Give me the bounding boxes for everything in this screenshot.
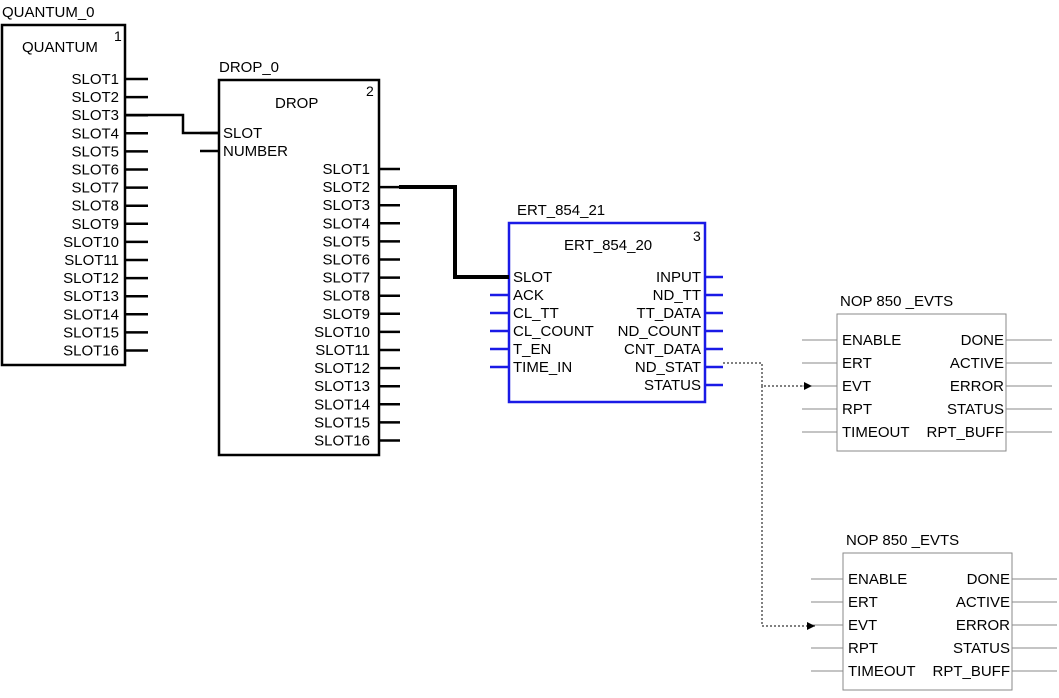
drop-out-pin-label: SLOT7 [322,270,370,287]
drop-out-pin-label: SLOT13 [314,378,370,395]
drop-out-pin-label: SLOT11 [315,342,370,359]
quantum-output-pins: SLOT1SLOT2SLOT3SLOT4SLOT5SLOT6SLOT7SLOT8… [63,71,148,360]
nop2-out-pin-label: DONE [967,571,1010,588]
ert-in-pin-label: SLOT [513,269,552,286]
nop1-in-pin-label: RPT [842,401,872,418]
ert-in-pin-label: ACK [513,287,544,304]
drop-block[interactable]: DROP_0 DROP 2 SLOTNUMBERSLOT1SLOT2SLOT3S… [200,59,400,457]
drop-out-pin-label: SLOT16 [314,433,370,450]
nop-block-2[interactable]: NOP 850 _EVTS ENABLE ERT EVT RPT TIMEOUT DONE… [811,532,1057,691]
quantum-instance-name: QUANTUM_0 [2,4,95,21]
drop-out-pin-label: SLOT3 [322,197,370,214]
nop1-in-pin-label: ERT [842,355,872,372]
quantum-out-pin-label: SLOT7 [71,180,119,197]
nop2-in-pin-label: TIMEOUT [848,663,916,680]
quantum-type-label: QUANTUM [22,39,98,56]
drop-out-pin-label: SLOT12 [314,360,370,377]
drop-out-pin-label: SLOT4 [322,215,370,232]
ert-out-pin-label: ND_TT [653,287,701,304]
ert-out-pin-label: STATUS [644,377,701,394]
nop2-in-pin-label: RPT [848,640,878,657]
nop2-in-pin-label: EVT [848,617,877,634]
quantum-out-pin-label: SLOT12 [63,270,119,287]
quantum-out-pin-label: SLOT14 [63,306,119,323]
ert-type-label: ERT_854_20 [564,237,652,254]
ert-out-pin-label: CNT_DATA [624,341,701,358]
ert-block-number: 3 [693,228,701,244]
nop2-out-pin-label: ACTIVE [956,594,1010,611]
drop-block-number: 2 [366,83,374,99]
quantum-out-pin-label: SLOT10 [63,234,119,251]
nop1-out-pin-label: RPT_BUFF [926,424,1004,441]
ert-out-pin-label: TT_DATA [637,305,701,322]
drop-block-frame[interactable] [217,78,381,457]
quantum-out-pin-label: SLOT16 [63,343,119,360]
drop-out-pin-label: SLOT5 [322,233,370,250]
quantum-out-pin-label: SLOT2 [71,89,119,106]
quantum-out-pin-label: SLOT11 [64,252,119,269]
drop-out-pin-label: SLOT10 [314,324,370,341]
drop-in-pin-label: NUMBER [223,143,288,160]
link-quantum-slot3-to-drop-slot[interactable] [125,113,219,135]
nop2-out-pin-label: RPT_BUFF [932,663,1010,680]
ert-out-pin-label: INPUT [656,269,701,286]
quantum-out-pin-label: SLOT4 [71,125,119,142]
drop-out-pin-label: SLOT9 [322,306,370,323]
ert-instance-name: ERT_854_21 [517,202,605,219]
nop-block-1[interactable]: NOP 850 _EVTS ENABLE ERT EVT RPT TIMEOUT DONE… [802,293,1052,452]
nop1-in-pin-label: ENABLE [842,332,901,349]
link-ert-ndstat-to-nop1-evt[interactable] [723,362,812,390]
quantum-out-pin-label: SLOT6 [71,162,119,179]
drop-type-label: DROP [275,95,318,112]
nop1-out-pin-label: DONE [961,332,1004,349]
nop2-block-frame[interactable] [842,552,1013,691]
quantum-block-number: 1 [114,28,122,44]
quantum-block-frame[interactable] [0,23,127,367]
nop1-out-pin-label: ACTIVE [950,355,1004,372]
link-drop-slot2-to-ert-slot[interactable] [399,185,509,279]
ert-in-pin-label: T_EN [513,341,551,358]
quantum-block[interactable]: QUANTUM_0 QUANTUM 1 SLOT1SLOT2SLOT3SLOT4… [0,4,148,367]
quantum-out-pin-label: SLOT9 [71,216,119,233]
drop-out-pin-label: SLOT6 [322,252,370,269]
ert-out-pin-label: ND_COUNT [618,323,701,340]
drop-out-pin-label: SLOT2 [322,179,370,196]
nop2-out-pin-label: STATUS [953,640,1010,657]
nop1-instance-name: NOP 850 _EVTS [840,293,953,310]
nop2-out-pin-label: ERROR [956,617,1010,634]
drop-instance-name: DROP_0 [219,59,279,76]
nop1-in-pin-label: TIMEOUT [842,424,910,441]
quantum-out-pin-label: SLOT3 [71,107,119,124]
nop2-in-pin-label: ERT [848,594,878,611]
quantum-out-pin-label: SLOT15 [63,324,119,341]
drop-out-pin-label: SLOT14 [314,396,370,413]
drop-out-pin-label: SLOT8 [322,288,370,305]
ert-block[interactable]: ERT_854_21 ERT_854_20 3 SLOTACKCL_TTCL_C… [490,202,723,404]
ert-in-pin-label: CL_TT [513,305,559,322]
nop2-in-pin-label: ENABLE [848,571,907,588]
drop-out-pin-label: SLOT1 [322,161,370,178]
quantum-out-pin-label: SLOT5 [71,143,119,160]
drop-out-pin-label: SLOT15 [314,414,370,431]
ert-in-pin-label: CL_COUNT [513,323,594,340]
nop1-block-frame[interactable] [836,313,1007,452]
drop-in-pin-label: SLOT [223,125,262,142]
nop1-pins: ENABLE ERT EVT RPT TIMEOUT DONE ACTIVE ERROR STA… [802,332,1052,441]
nop1-out-pin-label: STATUS [947,401,1004,418]
nop2-instance-name: NOP 850 _EVTS [846,532,959,549]
nop2-pins: ENABLE ERT EVT RPT TIMEOUT DONE ACTIVE ERROR STA… [811,571,1057,680]
quantum-out-pin-label: SLOT1 [71,71,119,88]
quantum-out-pin-label: SLOT8 [71,198,119,215]
quantum-out-pin-label: SLOT13 [63,288,119,305]
ert-out-pin-label: ND_STAT [635,359,701,376]
link-ert-ndstat-to-nop2-evt[interactable] [761,386,815,630]
nop1-in-pin-label: EVT [842,378,871,395]
ert-in-pin-label: TIME_IN [513,359,572,376]
nop1-out-pin-label: ERROR [950,378,1004,395]
